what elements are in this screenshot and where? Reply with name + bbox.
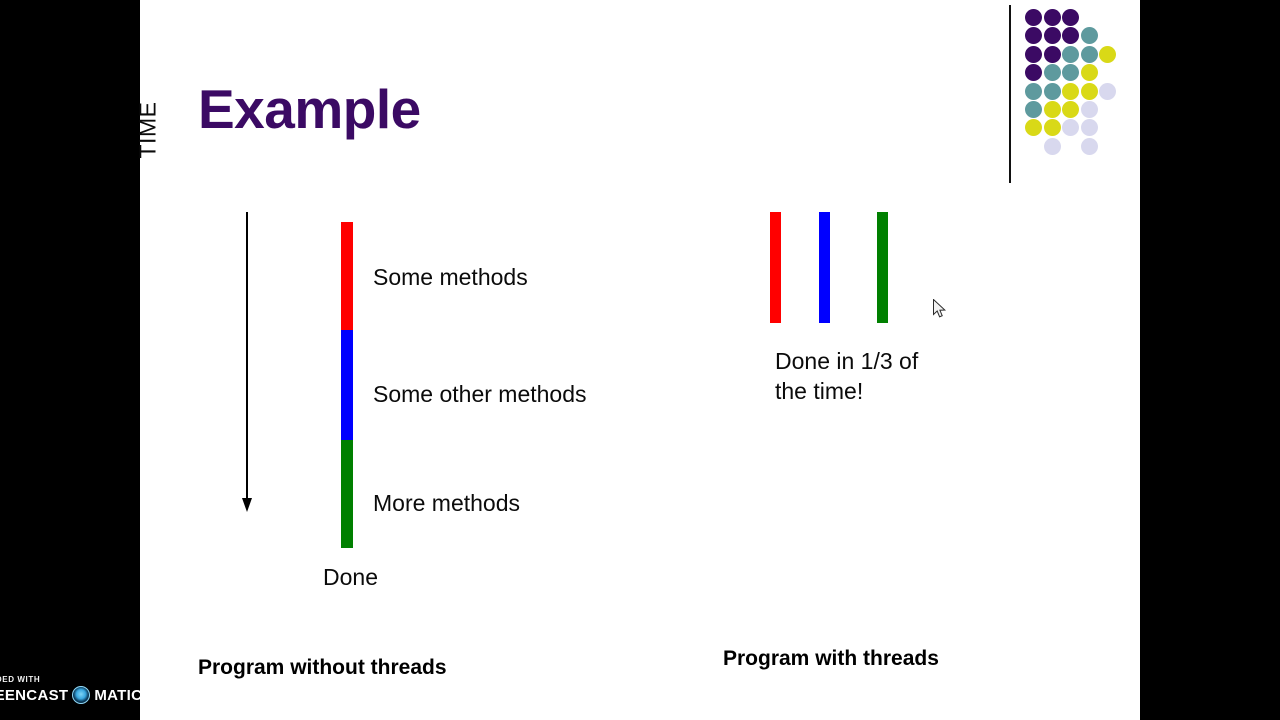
- segment-label-some-methods: Some methods: [373, 264, 528, 290]
- logo-dot: [1025, 101, 1042, 118]
- logo-dot: [1043, 27, 1061, 45]
- logo-dot: [1062, 101, 1080, 118]
- logo-dot: [1062, 45, 1080, 63]
- logo-dot: [1080, 119, 1098, 137]
- logo-dot: [1043, 82, 1061, 100]
- thread-bar-red: [770, 212, 781, 323]
- logo-dot: [1043, 101, 1061, 118]
- presentation-slide: Example TIME Some methods Some other met…: [135, 0, 1143, 720]
- logo-vertical-rule: [1009, 5, 1011, 183]
- logo-dot: [1043, 45, 1061, 63]
- dot-grid-decoration: [1003, 0, 1143, 185]
- logo-dot: [1043, 64, 1061, 82]
- logo-dot: [1062, 119, 1080, 137]
- thread-bar-blue: [819, 212, 830, 323]
- watermark-recorded-with-label: RECORDED WITH: [0, 675, 41, 684]
- logo-dot: [1043, 9, 1061, 26]
- threaded-execution-bars: [770, 212, 950, 332]
- time-axis-label: TIME: [134, 101, 161, 159]
- screencast-watermark: RECORDED WITH SCREENCAST MATIC: [0, 675, 140, 720]
- sequential-bar-segment-1: [341, 330, 353, 440]
- caption-program-without-threads: Program without threads: [198, 656, 447, 679]
- thread-bar-green: [877, 212, 888, 323]
- screencast-dot-icon: [72, 686, 91, 704]
- logo-dot: [1062, 27, 1080, 45]
- logo-dot: [1025, 64, 1042, 82]
- done-label: Done: [323, 564, 378, 590]
- logo-dot: [1025, 82, 1042, 100]
- sequential-bar-segment-0: [341, 222, 353, 330]
- watermark-brand-second: MATIC: [94, 686, 140, 704]
- logo-dot: [1080, 45, 1098, 63]
- watermark-brand: SCREENCAST MATIC: [0, 686, 140, 704]
- page-title: Example: [198, 78, 421, 140]
- segment-label-some-other-methods: Some other methods: [373, 381, 587, 407]
- logo-dot: [1025, 9, 1042, 26]
- logo-dot: [1099, 45, 1117, 63]
- sequential-bar-segment-2: [341, 440, 353, 548]
- logo-dot: [1080, 101, 1098, 118]
- logo-dot: [1025, 45, 1042, 63]
- logo-dot: [1099, 82, 1117, 100]
- sequential-execution-bar: [341, 222, 353, 548]
- logo-dot: [1080, 137, 1098, 155]
- logo-dot: [1062, 64, 1080, 82]
- logo-dot: [1043, 137, 1061, 155]
- threads-speedup-note: Done in 1/3 of the time!: [775, 348, 919, 405]
- time-axis-arrow: [240, 212, 254, 512]
- arrow-down-icon: [241, 498, 252, 512]
- logo-dot: [1025, 119, 1042, 137]
- logo-dot: [1025, 27, 1042, 45]
- caption-program-with-threads: Program with threads: [723, 647, 939, 670]
- segment-label-more-methods: More methods: [373, 490, 521, 516]
- time-axis-line: [246, 212, 248, 500]
- logo-dot: [1080, 27, 1098, 45]
- logo-dot: [1062, 82, 1080, 100]
- mouse-cursor-icon: [933, 298, 947, 319]
- logo-dot: [1080, 64, 1098, 82]
- watermark-brand-first: SCREENCAST: [0, 686, 69, 704]
- logo-dot: [1043, 119, 1061, 137]
- logo-dot: [1062, 9, 1080, 26]
- logo-dot: [1080, 82, 1098, 100]
